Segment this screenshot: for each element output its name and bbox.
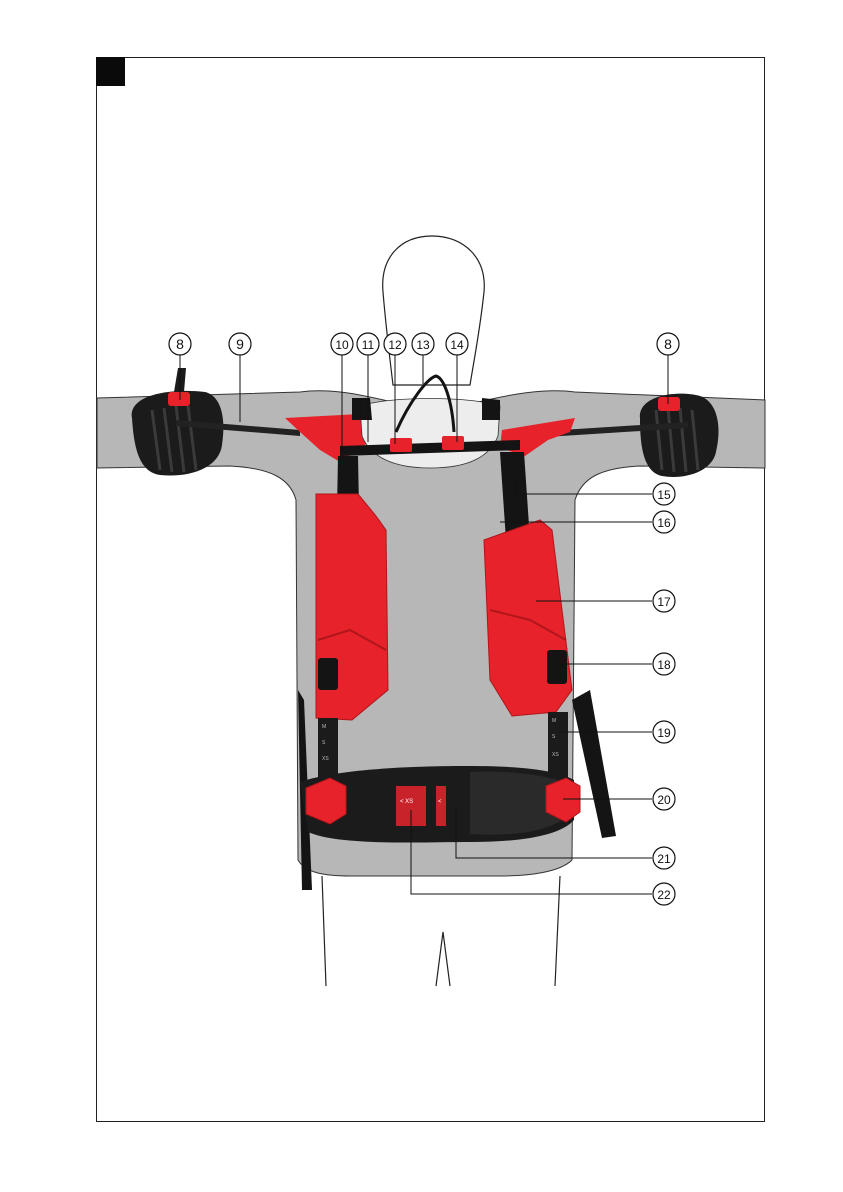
callout-16: 16 [653, 511, 675, 533]
belt-size-mark: < [438, 799, 442, 805]
right-cuff-buckle [658, 397, 680, 411]
callout-21: 21 [653, 847, 675, 869]
callout-12: 12 [384, 333, 406, 355]
callout-label: 18 [657, 658, 671, 672]
callout-label: 13 [416, 338, 430, 352]
callout-label: 8 [176, 336, 184, 352]
callout-8-left: 8 [169, 333, 191, 355]
callout-label: 10 [335, 338, 349, 352]
left-leg-line [322, 876, 326, 986]
head-outline [383, 236, 485, 385]
callout-label: 20 [657, 793, 671, 807]
callout-8-right: 8 [657, 333, 679, 355]
callout-label: 14 [450, 338, 464, 352]
left-telescopic-bar [318, 718, 338, 778]
callout-20: 20 [653, 788, 675, 810]
belt-size-label: < XS [400, 799, 413, 805]
callout-label: 11 [362, 338, 375, 352]
left-cuff-buckle [168, 392, 190, 406]
right-module-switch [547, 650, 567, 684]
callout-label: 8 [664, 336, 672, 352]
callout-22: 22 [653, 883, 675, 905]
left-upper-strap [352, 398, 372, 420]
callout-label: 21 [657, 852, 671, 866]
right-leg-line [555, 876, 560, 986]
right-telescopic-bar [548, 712, 568, 778]
callout-17: 17 [653, 590, 675, 612]
right-scale-xs: XS [552, 752, 559, 758]
callout-label: 17 [657, 595, 671, 609]
crotch-line [436, 932, 450, 986]
callout-label: 15 [657, 488, 671, 502]
callout-18: 18 [653, 653, 675, 675]
left-scale-xs: XS [322, 756, 329, 762]
back-plate [360, 399, 500, 469]
left-scale-m: M [322, 724, 326, 730]
callout-14: 14 [446, 333, 468, 355]
callout-9: 9 [229, 333, 251, 355]
chest-buckle-right [442, 436, 464, 450]
right-upper-strap [482, 398, 500, 420]
callout-label: 22 [657, 888, 671, 902]
chest-buckle-left [390, 438, 412, 452]
callout-label: 16 [657, 516, 671, 530]
callout-10: 10 [331, 333, 353, 355]
callout-13: 13 [412, 333, 434, 355]
callout-label: 9 [236, 336, 244, 352]
callout-label: 19 [657, 726, 671, 740]
callout-19: 19 [653, 721, 675, 743]
left-module-switch [318, 658, 338, 690]
callout-11: 11 [357, 333, 379, 355]
right-hanging-strap [572, 690, 616, 838]
callout-label: 12 [388, 338, 402, 352]
callout-15: 15 [653, 483, 675, 505]
belt-size-indicator [436, 786, 446, 826]
right-scale-m: M [552, 718, 556, 724]
